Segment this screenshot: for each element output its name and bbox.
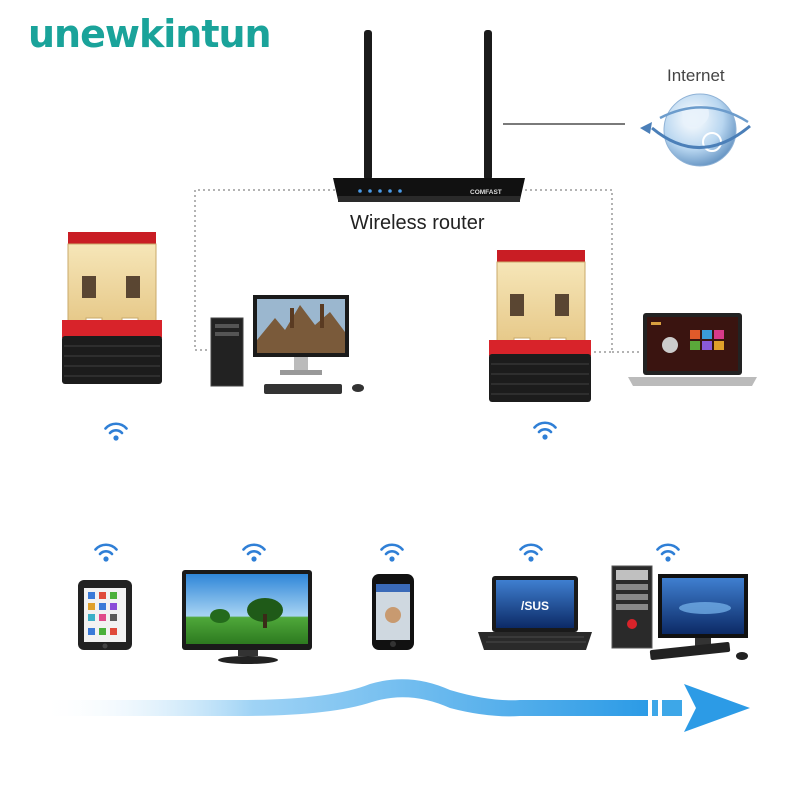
router-logo: COMFAST [470,189,502,196]
flow-arrow [40,679,750,732]
tv [182,570,312,664]
internet-label: Internet [667,66,725,85]
wifi-signal-icon-right [533,421,557,441]
wifi-signal-icon-phone [380,543,404,563]
brand-watermark: unewkintun [28,12,272,56]
phone [372,574,414,650]
laptop-asus: /SUS [478,576,592,650]
desktop-pc [210,295,364,394]
dotted-connections [194,189,640,353]
tower-pc [611,565,748,660]
wifi-signal-icon-tablet [94,543,118,563]
globe-icon [640,93,751,167]
router-antenna-left [364,30,372,180]
router-label: Wireless router [350,212,485,234]
tablet [78,580,132,650]
line-router-to-adapter-right [525,189,613,353]
wifi-signal-icon-tv [242,543,266,563]
usb-wifi-adapter-right [489,250,591,402]
line-router-to-desktop [194,189,335,351]
wifi-signal-icon-laptop [519,543,543,563]
usb-wifi-adapter-left [62,232,162,384]
wifi-signal-icon-tower [656,543,680,563]
asus-logo: /SUS [521,599,549,613]
laptop-upper [628,313,757,386]
router-antenna-right [484,30,492,180]
wifi-signal-icon-left [104,422,128,442]
wireless-router: COMFAST [333,30,525,202]
